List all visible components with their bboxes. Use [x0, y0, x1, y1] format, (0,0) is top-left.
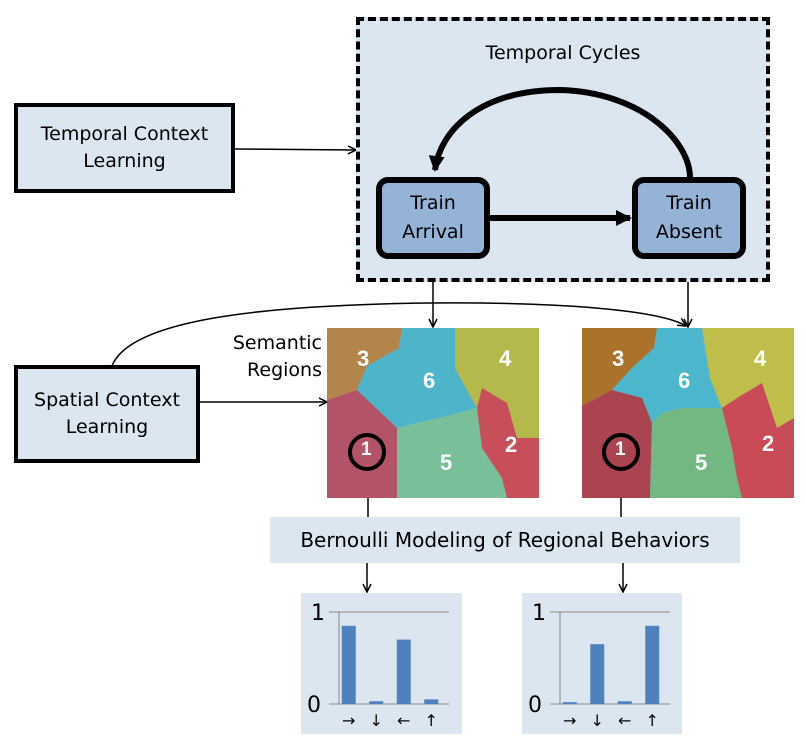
scene2-region-label-4: 4: [754, 346, 767, 371]
state-absent-line1: Train: [666, 192, 712, 214]
chart-left-panel: 1 0 → ↓ ← ↑: [301, 593, 462, 734]
scene2-region-5: [650, 408, 742, 498]
train-arrival-scene: 1 2 3 4 5 6: [327, 328, 539, 498]
x-tick-label-2: ←: [618, 711, 631, 730]
x-tick-label-3: ↑: [425, 711, 438, 730]
scene2-region-label-6: 6: [678, 368, 691, 393]
bar-0: [341, 625, 356, 704]
chart-right-panel: 1 0 → ↓ ← ↑: [522, 593, 682, 734]
bar-3: [424, 699, 439, 704]
scene1-region-label-6: 6: [423, 368, 436, 393]
y-tick-label-max: 1: [311, 601, 325, 626]
scene1-region-label-5: 5: [440, 450, 453, 475]
scene2-region-4: [702, 328, 794, 428]
x-tick-label-3: ↑: [646, 711, 659, 730]
arrow-absent-to-arrival: [428, 86, 693, 179]
scene1-region-1: [327, 390, 397, 498]
spatial-context-label-line1: Spatial Context: [34, 389, 180, 411]
x-tick-label-1: ↓: [591, 711, 604, 730]
y-tick-label-min: 0: [307, 693, 321, 718]
scene1-region-label-4: 4: [499, 346, 512, 371]
temporal-context-learning-box: Temporal Context Learning: [14, 103, 235, 193]
scene2-region-6: [612, 328, 722, 423]
bernoulli-modeling-label: Bernoulli Modeling of Regional Behaviors: [300, 528, 710, 552]
state-train-absent: Train Absent: [632, 177, 746, 259]
scene2-region-3: [582, 328, 657, 406]
bar-1: [369, 701, 384, 704]
scene1-regions: [327, 328, 539, 498]
temporal-cycles-title: Temporal Cycles: [485, 42, 641, 64]
scene2-region-label-2: 2: [762, 431, 775, 456]
spatial-context-learning-box: Spatial Context Learning: [14, 365, 200, 463]
scene1-region-2: [477, 388, 539, 498]
temporal-context-label-line1: Temporal Context: [40, 123, 209, 145]
bar-3: [645, 625, 660, 704]
chart-left: 1 0 → ↓ ← ↑: [307, 601, 449, 730]
semantic-regions-line2: Regions: [247, 359, 322, 381]
scene1-region-label-3: 3: [357, 346, 370, 371]
curve-spatial-to-scenes: [111, 302, 686, 367]
scene1-region-label-2: 2: [505, 432, 518, 457]
temporal-context-label-line2: Learning: [83, 150, 166, 172]
bar-2: [617, 701, 632, 704]
scene1-region-3: [327, 328, 402, 400]
state-arrival-line2: Arrival: [402, 221, 464, 243]
scene1-region1-highlight-circle: [348, 433, 386, 471]
state-arrival-line1: Train: [410, 192, 456, 214]
scene1-region-5: [397, 408, 507, 498]
train-absent-scene: 1 2 3 4 5 6: [582, 328, 794, 498]
scene1-region-4: [455, 328, 539, 438]
state-train-arrival: Train Arrival: [376, 177, 490, 259]
arrow-temporal-to-cycles: [233, 149, 356, 150]
scene2-regions: [582, 328, 794, 498]
scene2-region-label-5: 5: [695, 450, 708, 475]
x-tick-label-0: →: [342, 711, 355, 730]
bar-1: [590, 644, 605, 704]
scene1-region-6: [357, 328, 477, 428]
cycle-arrows: [428, 86, 693, 226]
scene2-region-label-3: 3: [612, 346, 625, 371]
bernoulli-modeling-box: Bernoulli Modeling of Regional Behaviors: [270, 517, 740, 563]
bar-2: [396, 639, 411, 704]
scene1-region-label-1: 1: [361, 439, 372, 460]
x-tick-label-0: →: [563, 711, 576, 730]
x-tick-label-2: ←: [397, 711, 410, 730]
y-tick-label-min: 0: [528, 693, 542, 718]
chart-right: 1 0 → ↓ ← ↑: [528, 601, 670, 730]
semantic-regions-line1: Semantic: [232, 332, 322, 354]
state-absent-line2: Absent: [655, 221, 723, 243]
scene2-region-2: [722, 383, 794, 498]
bar-0: [562, 702, 577, 704]
spatial-context-label-line2: Learning: [65, 416, 149, 438]
scene2-region-label-1: 1: [615, 439, 626, 460]
x-tick-label-1: ↓: [370, 711, 383, 730]
semantic-regions-label: Semantic Regions: [212, 330, 322, 384]
scene2-region-1: [582, 390, 652, 498]
scene2-region1-highlight-circle: [602, 433, 640, 471]
y-tick-label-max: 1: [532, 601, 546, 626]
